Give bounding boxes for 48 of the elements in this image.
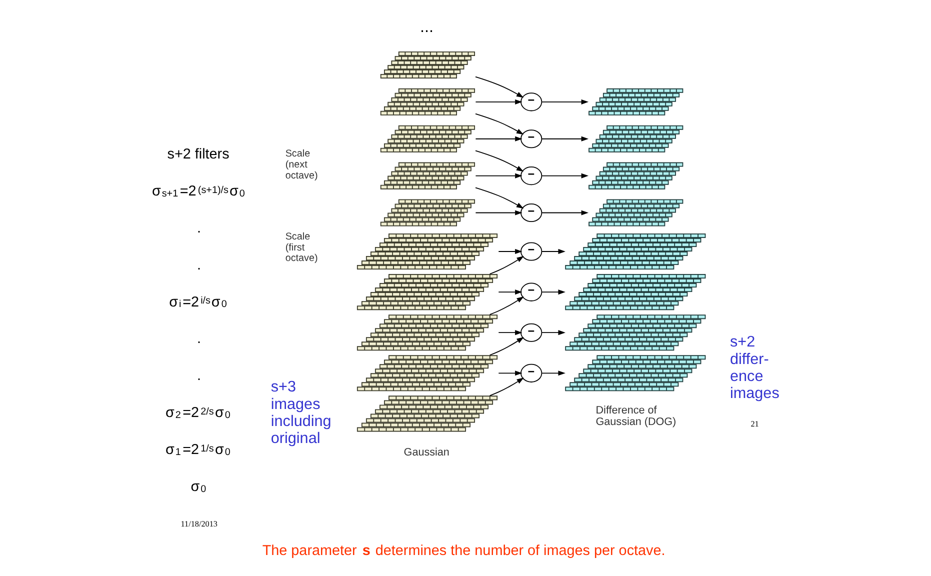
arrow [541, 290, 565, 295]
label: ... [420, 18, 434, 36]
arrow [474, 187, 524, 209]
arrow [474, 136, 522, 142]
node-ellipse: − [520, 323, 542, 342]
label: 11/18/2013 [180, 520, 217, 529]
caption: The parameter s determines the number of images per octave. [262, 543, 665, 560]
label: . [196, 368, 201, 384]
arrow [541, 136, 588, 142]
node-ellipse: − [520, 166, 542, 186]
arrow [541, 173, 588, 178]
arrow [474, 99, 522, 104]
label: σ0 [190, 479, 206, 496]
label: 21 [750, 420, 758, 429]
arrow [488, 296, 524, 316]
label: . [196, 331, 201, 348]
node-ellipse: − [520, 282, 542, 302]
node-ellipse: − [520, 130, 542, 148]
label: Scale (first octave) [284, 232, 318, 264]
arrow [498, 290, 522, 295]
arrow [474, 76, 524, 98]
arrow [498, 370, 522, 376]
arrow [498, 248, 522, 254]
node-ellipse: − [520, 242, 542, 261]
arrow [474, 113, 524, 135]
label: . [196, 257, 201, 274]
label: . [196, 220, 201, 236]
arrow [498, 330, 522, 336]
arrow [541, 248, 565, 254]
node-ellipse: − [520, 203, 542, 222]
arrow [488, 337, 524, 356]
arrow [541, 370, 565, 376]
arrow [541, 210, 588, 216]
label: Difference of Gaussian (DOG) [595, 404, 676, 428]
arrow [541, 330, 565, 336]
label: s+2 differ- ence images [730, 334, 779, 402]
label: s+3 images including original [270, 378, 331, 448]
arrow [488, 378, 524, 396]
arrow [541, 99, 588, 104]
label: Scale (next octave) [284, 148, 318, 182]
node-ellipse: − [520, 92, 542, 112]
label: s+2 filters [166, 146, 229, 163]
arrow [474, 210, 522, 216]
label: Gaussian [403, 446, 449, 459]
arrow [474, 150, 524, 172]
arrow [488, 256, 524, 274]
arrow [474, 173, 522, 178]
node-ellipse: − [520, 364, 542, 382]
